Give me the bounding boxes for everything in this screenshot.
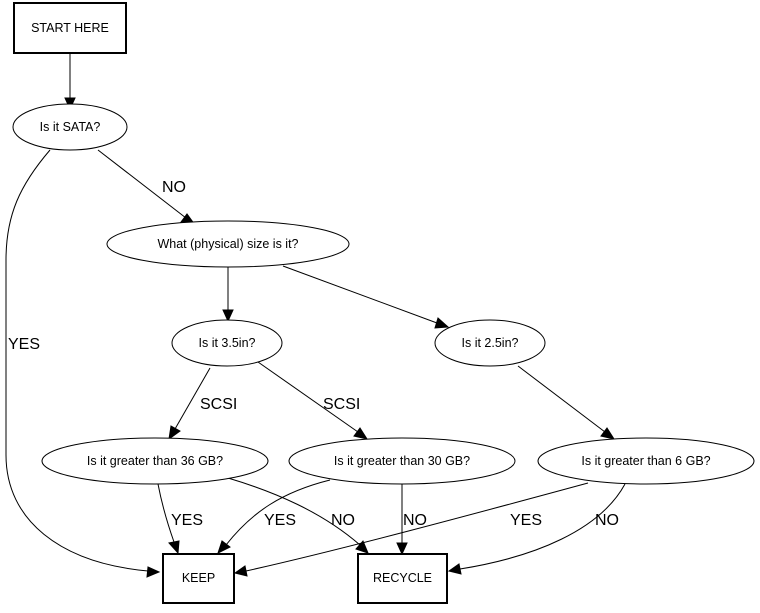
node-size-ellipse <box>106 220 350 268</box>
arrowhead <box>434 317 450 329</box>
node-recycle-label: RECYCLE <box>373 571 432 585</box>
node-recycle: RECYCLE <box>357 553 448 604</box>
edge-sata-size <box>97 149 187 219</box>
arrowhead <box>355 540 369 554</box>
edge-label-gt6-yes: YES <box>510 512 542 529</box>
edge-label-gt6-no: NO <box>595 512 619 529</box>
edge-label-sata-no: NO <box>162 179 186 196</box>
edge-gt36-recycle <box>227 477 361 546</box>
edge-sata-keep <box>5 149 149 572</box>
edge-in25-gt6 <box>517 365 606 433</box>
node-in35-label: Is it 3.5in? <box>199 336 256 350</box>
node-gt36-label: Is it greater than 36 GB? <box>87 454 223 468</box>
edge-label-in35-scsi-left: SCSI <box>200 396 237 413</box>
edge-gt36-keep <box>157 483 175 543</box>
node-gt30-ellipse <box>288 437 516 485</box>
arrowhead <box>168 540 180 555</box>
node-gt30-label: Is it greater than 30 GB? <box>334 454 470 468</box>
edge-gt6-recycle <box>459 483 626 570</box>
edge-label-in35-scsi-right: SCSI <box>323 396 360 413</box>
node-in25: Is it 2.5in? <box>434 319 546 367</box>
node-gt36: Is it greater than 36 GB? <box>41 437 269 485</box>
node-sata-ellipse <box>12 103 128 151</box>
node-sata-label: Is it SATA? <box>40 120 101 134</box>
node-keep: KEEP <box>162 553 235 604</box>
node-gt30: Is it greater than 30 GB? <box>288 437 516 485</box>
arrowhead <box>168 425 181 441</box>
node-gt6-label: Is it greater than 6 GB? <box>581 454 710 468</box>
node-in25-label: Is it 2.5in? <box>462 336 519 350</box>
edge-label-sata-yes: YES <box>8 336 40 353</box>
node-start-box <box>13 2 127 54</box>
arrowhead <box>396 542 408 556</box>
edge-in35-gt30 <box>257 361 359 433</box>
node-gt6-ellipse <box>537 437 755 485</box>
arrowhead <box>217 540 231 554</box>
edges <box>5 54 626 578</box>
arrowhead <box>353 427 369 440</box>
edge-label-gt30-yes: YES <box>264 512 296 529</box>
node-size: What (physical) size is it? <box>106 220 350 268</box>
edge-in35-gt36 <box>174 367 211 430</box>
arrowhead <box>222 309 234 323</box>
node-in35-ellipse <box>171 319 283 367</box>
node-start: START HERE <box>13 2 127 54</box>
arrowhead <box>146 566 161 578</box>
arrowhead <box>600 427 616 440</box>
node-gt6: Is it greater than 6 GB? <box>537 437 755 485</box>
edge-gt6-keep <box>245 482 589 572</box>
arrowhead <box>447 563 462 575</box>
node-keep-box <box>162 553 235 604</box>
edge-label-gt36-yes: YES <box>171 512 203 529</box>
node-keep-label: KEEP <box>182 571 215 585</box>
edge-label-gt36-no: NO <box>331 512 355 529</box>
edge-labels: NO YES SCSI SCSI YES YES NO NO YES NO <box>8 179 619 529</box>
arrowhead <box>233 565 248 577</box>
node-in35: Is it 3.5in? <box>171 319 283 367</box>
edge-label-gt30-no: NO <box>403 512 427 529</box>
edge-size-in25 <box>282 265 438 324</box>
node-start-label: START HERE <box>31 21 109 35</box>
node-recycle-box <box>357 553 448 604</box>
edge-gt30-keep <box>225 479 331 546</box>
node-in25-ellipse <box>434 319 546 367</box>
node-size-label: What (physical) size is it? <box>157 237 298 251</box>
node-gt36-ellipse <box>41 437 269 485</box>
node-sata: Is it SATA? <box>12 103 128 151</box>
